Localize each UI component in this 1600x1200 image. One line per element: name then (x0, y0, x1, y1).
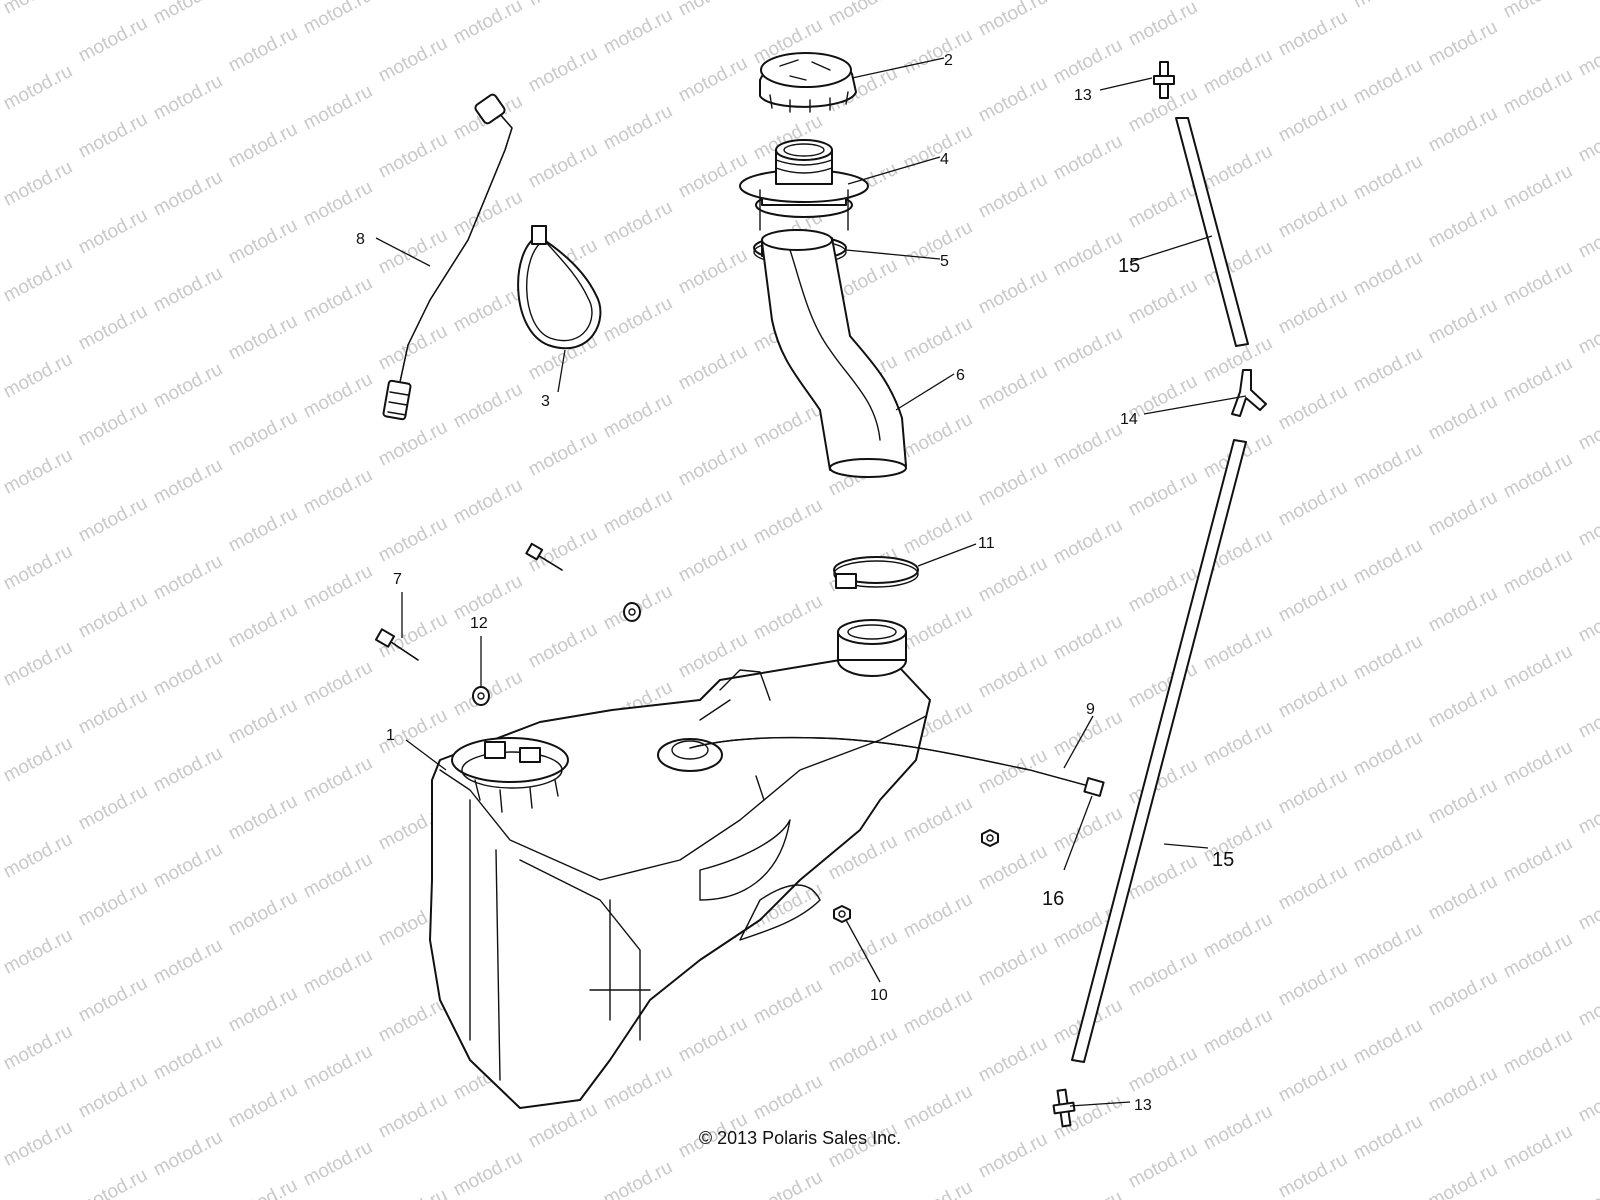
callout-2: 2 (944, 52, 953, 69)
callout-10: 10 (870, 987, 888, 1004)
callout-16: 16 (1042, 888, 1064, 910)
callout-8: 8 (356, 231, 365, 248)
callout-3: 3 (541, 393, 550, 410)
callout-6: 6 (956, 367, 965, 384)
callout-13-top: 13 (1074, 87, 1092, 104)
leader-lines (375, 57, 1247, 1107)
part-10-nut (833, 905, 851, 923)
part-15-upper-tube (1175, 117, 1249, 347)
part-7-bolt-upper (525, 542, 563, 571)
part-11-hose-clamp (833, 556, 919, 589)
part-15-lower-tube (1071, 439, 1247, 1063)
part-6-filler-hose (761, 229, 907, 478)
copyright-notice: © 2013 Polaris Sales Inc. (698, 1128, 902, 1148)
callout-1: 1 (386, 727, 395, 744)
part-12-washer-upper (623, 602, 641, 622)
part-9-vent-tube (689, 736, 1097, 789)
part-2-fuel-cap (759, 52, 857, 113)
part-12-washer (472, 686, 490, 706)
callout-9: 9 (1086, 701, 1095, 718)
callout-15-bottom: 15 (1212, 849, 1234, 871)
part-14-y-fitting (1231, 369, 1267, 417)
part-13-fitting-bottom (1052, 1088, 1076, 1128)
callout-12: 12 (470, 615, 488, 632)
callout-4: 4 (940, 151, 949, 168)
callout-5: 5 (940, 253, 949, 270)
part-4-filler-neck (739, 139, 869, 231)
callout-13-bottom: 13 (1134, 1097, 1152, 1114)
callout-11: 11 (978, 535, 995, 552)
part-7-bolt (374, 628, 419, 661)
callout-14: 14 (1120, 411, 1138, 428)
part-10-nut-upper (981, 829, 999, 847)
part-16-cap (1083, 777, 1105, 797)
part-3-strap (517, 225, 602, 350)
part-8-vent-hose (382, 93, 513, 421)
callout-15-top: 15 (1118, 255, 1140, 277)
part-1-fuel-tank (429, 619, 931, 1109)
callouts: 2 13 4 5 6 15 3 8 14 11 7 12 9 1 15 16 1… (356, 52, 1234, 1114)
callout-7: 7 (393, 571, 402, 588)
part-13-fitting-top (1153, 61, 1175, 99)
